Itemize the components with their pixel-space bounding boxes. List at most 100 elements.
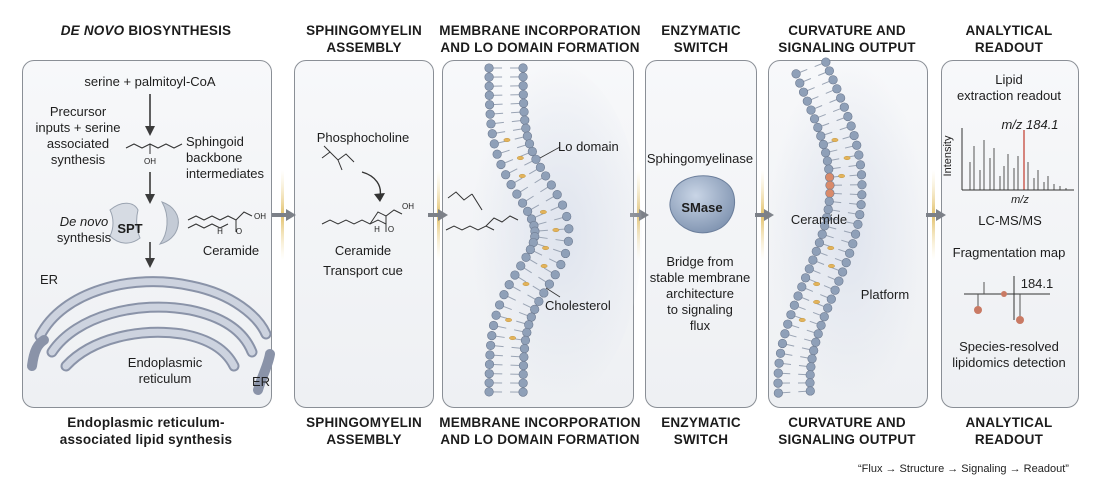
lipid-head bbox=[848, 239, 858, 249]
lipid-head bbox=[518, 72, 528, 82]
lipid-head bbox=[857, 180, 867, 190]
lipid-head bbox=[524, 320, 534, 330]
header-line-2: SWITCH bbox=[673, 40, 729, 55]
lipid-head bbox=[820, 221, 830, 231]
lipid-head bbox=[825, 188, 835, 198]
ceramide-label: Ceramide bbox=[202, 243, 260, 258]
arrow-down-icon bbox=[145, 94, 155, 136]
header-line-1: CURVATURE AND bbox=[788, 23, 906, 38]
footer-line-2: AND LO DOMAIN FORMATION bbox=[440, 432, 640, 447]
cholesterol-molecule bbox=[552, 227, 560, 232]
arrow-right-icon bbox=[428, 209, 448, 221]
lipid-head bbox=[525, 244, 535, 255]
spt-enzyme-shape bbox=[109, 202, 141, 244]
lipid-head bbox=[519, 352, 529, 362]
lipid-head bbox=[546, 180, 556, 190]
lipid-head bbox=[832, 84, 842, 94]
bridge-line: architecture bbox=[666, 286, 734, 301]
lipid-head bbox=[806, 362, 816, 372]
footer-line-2: SWITCH bbox=[673, 432, 729, 447]
synthesis-text: synthesis bbox=[56, 230, 112, 245]
lipid-head bbox=[773, 378, 783, 388]
panel-enzymatic-switch bbox=[645, 60, 757, 408]
lipid-head bbox=[826, 294, 836, 304]
footer-sphingomyelin-assembly: SPHINGOMYELIN ASSEMBLY bbox=[293, 414, 435, 448]
lipid-head bbox=[811, 337, 821, 347]
lipid-head bbox=[823, 303, 833, 313]
mz-peak-text: m/z 184.1 bbox=[1001, 117, 1059, 132]
lipid-head bbox=[809, 345, 819, 356]
sphingomyelin-molecule bbox=[321, 145, 403, 232]
lipid-head bbox=[485, 109, 495, 119]
lipid-head bbox=[805, 370, 815, 380]
precursor-line: associated bbox=[46, 136, 110, 151]
ceramide-label: Ceramide bbox=[790, 212, 848, 227]
lipid-head bbox=[825, 180, 835, 190]
lipid-head bbox=[802, 96, 812, 106]
lipid-head bbox=[510, 270, 520, 280]
lipid-head bbox=[845, 248, 855, 258]
cholesterol-molecule bbox=[505, 318, 512, 323]
lipid-head bbox=[813, 122, 823, 133]
lipid-head bbox=[562, 211, 572, 222]
tagline: “Flux → Structure → Signaling → Readout” bbox=[858, 463, 1069, 475]
lipid-line: extraction readout bbox=[956, 88, 1062, 103]
lipid-head bbox=[853, 219, 863, 229]
lipid-extraction-label: Lipid extraction readout bbox=[941, 72, 1077, 104]
fragment-dot bbox=[1001, 291, 1007, 297]
lipid-head bbox=[518, 378, 528, 388]
lipid-head bbox=[824, 66, 834, 76]
lipid-head bbox=[501, 170, 511, 180]
species-line: Species-resolved bbox=[959, 339, 1059, 354]
precursor-line: Precursor bbox=[49, 104, 107, 119]
header-line-2: SIGNALING OUTPUT bbox=[778, 40, 916, 55]
lipid-head bbox=[795, 78, 805, 88]
lipid-head bbox=[518, 90, 528, 100]
lipid-head bbox=[488, 320, 499, 331]
footer-line-2: SIGNALING OUTPUT bbox=[778, 432, 916, 447]
platform-label: Platform bbox=[860, 287, 910, 302]
header-line-2: ASSEMBLY bbox=[326, 40, 402, 55]
lipid-head bbox=[855, 160, 866, 170]
lipid-head bbox=[855, 209, 865, 220]
footer-line-1: CURVATURE AND bbox=[788, 415, 906, 430]
lipid-head bbox=[814, 238, 825, 248]
lipid-head bbox=[830, 285, 840, 295]
footer-line-2: READOUT bbox=[974, 432, 1044, 447]
footer-enzymatic-switch: ENZYMATIC SWITCH bbox=[645, 414, 757, 448]
er-caption-line: Endoplasmic bbox=[127, 355, 203, 370]
header-line-1: ENZYMATIC bbox=[661, 23, 741, 38]
panel-sphingomyelin-assembly bbox=[294, 60, 434, 408]
lipid-head bbox=[520, 335, 531, 346]
lipid-head bbox=[496, 159, 506, 170]
header-de-novo-biosynthesis: DE NOVO BIOSYNTHESIS bbox=[22, 22, 270, 39]
lipid-head bbox=[824, 196, 834, 206]
er-caption: Endoplasmic reticulum bbox=[110, 355, 220, 387]
lipid-head bbox=[531, 154, 541, 164]
cholesterol-molecule bbox=[827, 245, 835, 250]
lipid-head bbox=[518, 63, 528, 73]
lipid-line: Lipid bbox=[995, 72, 1023, 87]
lipid-head bbox=[524, 139, 535, 149]
lcms-label: LC-MS/MS bbox=[978, 213, 1042, 228]
footer-membrane-incorporation: MEMBRANE INCORPORATION AND LO DOMAIN FOR… bbox=[430, 414, 650, 448]
endoplasmic-reticulum-illustration bbox=[27, 276, 275, 395]
sphingoid-skeleton bbox=[125, 143, 183, 149]
lipid-head bbox=[824, 164, 834, 174]
lipid-head bbox=[504, 280, 514, 290]
lipid-head bbox=[813, 329, 823, 339]
lipid-head bbox=[780, 329, 790, 339]
arrow-right-icon bbox=[926, 209, 946, 221]
lipid-head bbox=[811, 246, 821, 256]
lipid-head bbox=[773, 368, 783, 378]
cholesterol-molecule bbox=[798, 318, 806, 323]
biosynthesis-pathway bbox=[27, 94, 275, 395]
header-line-1: SPHINGOMYELIN bbox=[306, 23, 422, 38]
spt-crescent-shape bbox=[158, 201, 179, 245]
header-enzymatic-switch: ENZYMATIC SWITCH bbox=[645, 22, 757, 56]
lipid-head bbox=[821, 148, 831, 158]
lipid-head bbox=[520, 115, 530, 125]
lipid-head bbox=[486, 119, 496, 129]
bridge-line: to signaling bbox=[667, 302, 733, 317]
lipid-head bbox=[484, 63, 494, 73]
